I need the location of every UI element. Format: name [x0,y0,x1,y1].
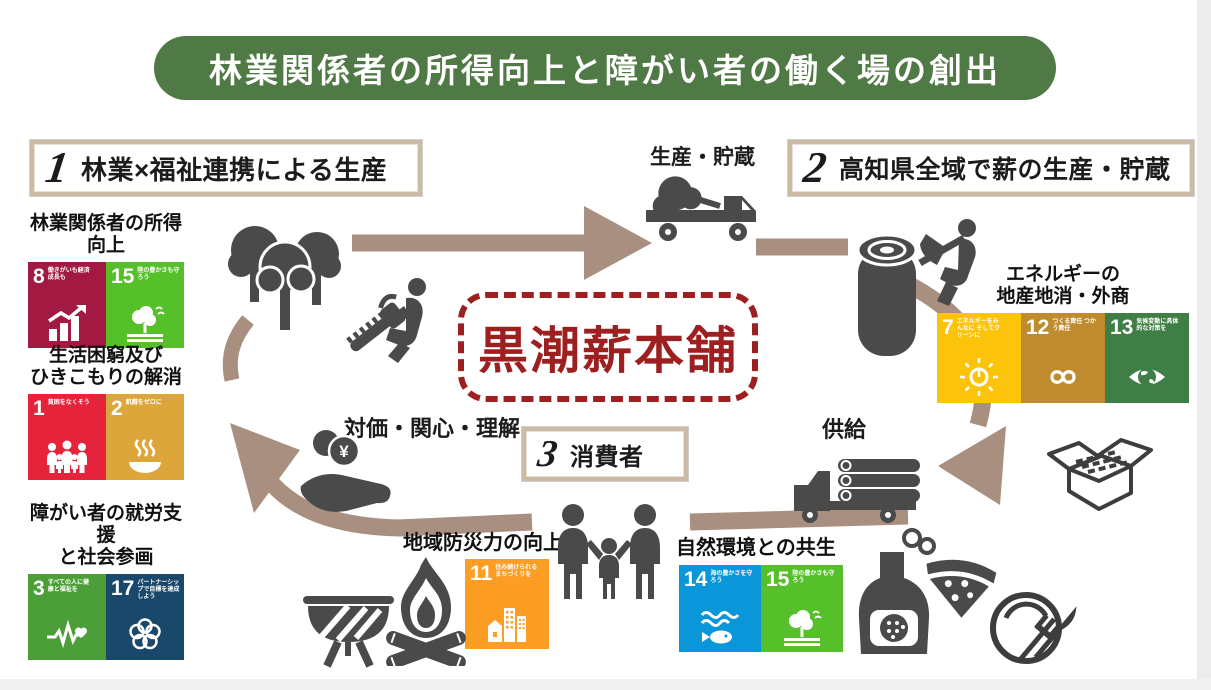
steam-icon [902,528,922,548]
sdg2-bowl-icon [129,439,161,474]
sdg-subtitle: 海の豊かさを守ろう [710,571,753,585]
firewood-truck-icon [794,459,920,523]
campfire-icon [386,557,466,666]
brand-name: 黒潮薪本舗 [478,323,738,379]
arrowhead-up-icon [230,423,300,513]
label-production-storage: 生産・貯蔵 [650,146,755,169]
step-label-1: 林業×福祉連携による生産 [81,154,388,185]
sdg-subtitle: つくる責任 つかう責任 [1052,319,1096,333]
sdg-number: 14 [684,568,708,592]
pizza-icon [926,559,997,618]
sdg14-fish-icon [700,611,740,644]
sdg-number: 8 [33,265,45,289]
sdg-group-title: 地域防災力の向上 [403,532,563,554]
sdg-subtitle: 飢餓をゼロに [125,400,162,407]
axe-splitting-icon [856,219,976,356]
sdg-number: 2 [111,397,123,421]
step-label-3: 消費者 [570,443,644,471]
step-number-2: 2 [800,143,830,193]
trees-icon [228,226,341,330]
sdg1-people-icon [47,440,87,474]
sdg-number: 15 [111,265,135,289]
wood-stove-icon [858,528,936,654]
sdg-group-title: 障がい者の就労支援 と社会参画 [29,503,182,569]
banner: 林業関係者の所得向上と障がい者の働く場の創出 [154,36,1056,100]
sdg3-heartbeat-icon [47,619,87,649]
sdg-subtitle: 住み続けられるまちづくりを [495,565,538,579]
sdg11-city-icon [488,608,526,643]
sdg-subtitle: 気候変動に具体的な対策を [1136,319,1179,333]
family-icon [558,504,660,599]
knife-icon [1033,606,1077,659]
step-number-3: 3 [535,432,560,475]
sdg-subtitle: 陸の豊かさも守ろう [792,571,835,585]
sdg-number: 7 [942,316,954,340]
label-payment-interest: 対価・関心・理解 [344,416,521,441]
sdg-subtitle: 働きがいも経済成長も [47,268,90,282]
step-box-2: 2 高知県全域で薪の生産・貯蔵 [788,140,1194,196]
sdg15-tree-icon [127,306,165,343]
banner-title: 林業関係者の所得向上と障がい者の働く場の創出 [209,52,1001,89]
step-box-3: 3 消費者 [522,427,688,481]
step-number-1: 1 [42,143,72,193]
sdg15-tree-icon [784,610,822,647]
sdg-number: 13 [1110,316,1134,340]
plate-cutlery-icon [990,592,1077,664]
label-supply: 供給 [822,417,867,442]
bottom-edge-strip [0,679,1211,690]
sdg12-infinity-icon [1050,370,1076,384]
sdg-subtitle: 陸の豊かさも守ろう [137,268,180,282]
step-label-2: 高知県全域で薪の生産・貯蔵 [839,156,1171,184]
sdg-group-title: 林業関係者の所得向上 [29,213,182,257]
sdg-subtitle: 貧困をなくそう [47,400,90,407]
sdg-subtitle: エネルギーをみんなに そしてクリーンに [956,319,1001,340]
sdg-number: 1 [33,397,45,421]
sdg-subtitle: パートナーシップで目標を達成しよう [137,580,180,601]
svg-text:¥: ¥ [339,442,349,461]
sdg-number: 11 [470,562,493,586]
sdg-number: 15 [766,568,790,592]
step-box-1: 1 林業×福祉連携による生産 [30,140,422,196]
sdg-number: 17 [111,577,135,601]
sdg13-climate-eye-icon [1129,368,1165,387]
sdg-number: 12 [1026,316,1050,340]
right-edge-strip [1197,0,1211,690]
sdg-subtitle: すべての人に健康と福祉を [47,580,90,594]
brand-badge: 黒潮薪本舗 [458,292,758,402]
sdg7-sun-energy-icon [960,358,998,397]
tree-truck-icon [646,176,756,241]
sdg17-rings-icon [129,618,161,650]
firewood-box-icon [1047,438,1153,511]
arrowhead-down-icon [938,426,1006,505]
bbq-grill-icon [303,596,394,668]
sdg-group-title: 自然環境との共生 [676,537,836,559]
sdg-group-title: 生活困窮及び ひきこもりの解消 [29,345,182,389]
sdg-group-title: エネルギーの 地産地消・外商 [996,264,1130,308]
yen-hand-icon: ¥ [300,430,391,512]
arrowhead-right-icon [584,206,652,280]
sdg-number: 3 [33,577,45,601]
sdg8-growth-chart-icon [48,305,86,342]
chainsaw-worker-icon [346,278,426,363]
